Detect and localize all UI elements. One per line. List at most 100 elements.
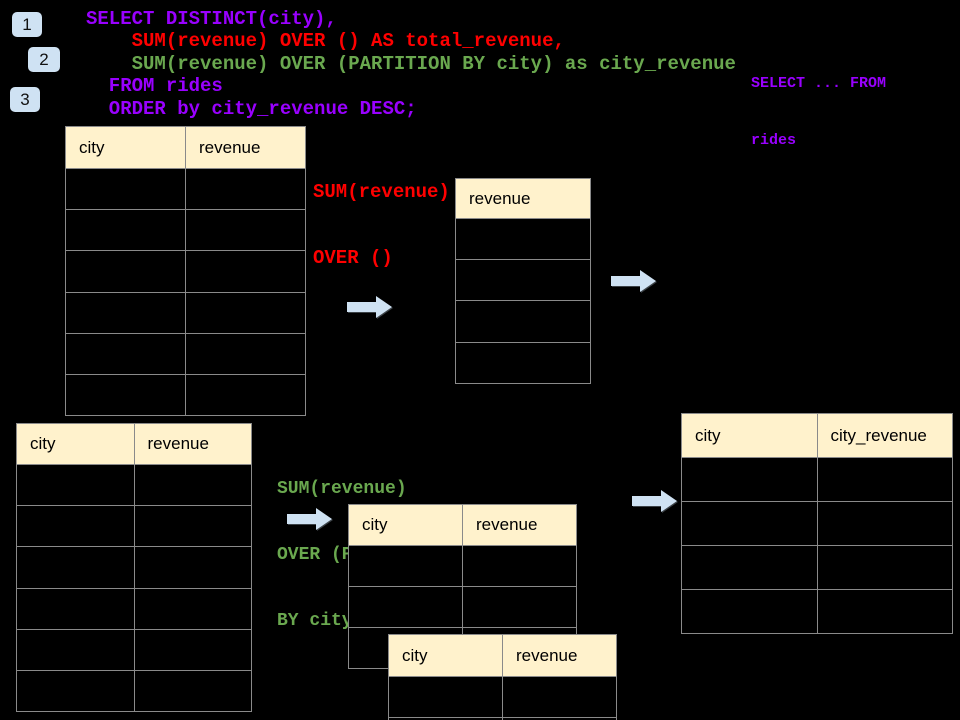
- empty-cell: [133, 669, 252, 713]
- table-row: [348, 586, 577, 628]
- table-row: [455, 341, 591, 384]
- empty-cell: [16, 587, 135, 630]
- sql-side-note: SELECT ... FROM rides: [751, 36, 886, 188]
- table-row: [16, 463, 252, 507]
- empty-cell: [185, 167, 306, 211]
- empty-cell: [133, 628, 252, 671]
- column-header: city: [16, 423, 135, 465]
- sql-side-note-line: rides: [751, 132, 797, 149]
- empty-cell: [133, 546, 252, 589]
- empty-cell: [65, 250, 186, 293]
- empty-cell: [185, 209, 306, 252]
- arrow-right-icon: [347, 296, 392, 318]
- table-row: [16, 505, 252, 548]
- empty-cell: [65, 332, 186, 375]
- column-header: city: [681, 413, 818, 458]
- empty-cell: [681, 589, 818, 634]
- empty-cell: [455, 300, 591, 343]
- empty-cell: [816, 589, 953, 634]
- column-header: revenue: [455, 178, 591, 219]
- empty-cell: [65, 291, 186, 334]
- empty-cell: [185, 332, 306, 375]
- empty-cell: [65, 209, 186, 252]
- empty-cell: [16, 505, 135, 548]
- step-badge-1: 1: [12, 12, 42, 37]
- table-row: [65, 167, 306, 211]
- empty-cell: [133, 587, 252, 630]
- table-row: [455, 300, 591, 343]
- sql-code-line: ORDER by city_revenue DESC;: [86, 97, 417, 120]
- step-badge-label: 3: [20, 89, 30, 109]
- table-row: [65, 373, 306, 417]
- table-row: [16, 669, 252, 713]
- empty-cell: [16, 463, 135, 507]
- empty-cell: [681, 501, 818, 546]
- empty-cell: [348, 545, 463, 587]
- empty-cell: [348, 586, 463, 628]
- table-row: [348, 545, 577, 587]
- sql-code-line: SUM(revenue) OVER (PARTITION BY city) as…: [86, 52, 736, 75]
- empty-cell: [455, 341, 591, 384]
- table-row: [681, 501, 953, 546]
- arrow-right-icon: [611, 270, 656, 292]
- column-header: revenue: [462, 504, 577, 546]
- column-header: city: [348, 504, 463, 546]
- empty-cell: [455, 259, 591, 302]
- empty-cell: [65, 167, 186, 211]
- empty-cell: [133, 505, 252, 548]
- annotation-line: OVER (): [313, 247, 393, 269]
- empty-cell: [681, 457, 818, 502]
- sql-code-line: SUM(revenue) OVER () AS total_revenue,: [86, 30, 565, 53]
- empty-cell: [462, 545, 577, 587]
- table-row: [455, 217, 591, 261]
- table-row: [388, 717, 617, 720]
- table-row: [16, 628, 252, 671]
- empty-cell: [185, 373, 306, 417]
- column-header: city_revenue: [816, 413, 953, 458]
- annotation-line: SUM(revenue): [277, 479, 407, 499]
- arrow-right-icon: [287, 508, 332, 530]
- step-badge-3: 3: [10, 87, 40, 112]
- annotation-line: SUM(revenue): [313, 181, 450, 203]
- empty-cell: [65, 373, 186, 417]
- column-header: city: [388, 634, 503, 677]
- table-row: [681, 589, 953, 634]
- table-row: [65, 209, 306, 252]
- empty-cell: [816, 457, 953, 502]
- empty-cell: [502, 717, 617, 720]
- step-badge-label: 2: [39, 49, 49, 69]
- column-header: revenue: [133, 423, 252, 465]
- annotation-sum-over-total: SUM(revenue) OVER (): [313, 137, 450, 313]
- empty-cell: [681, 545, 818, 590]
- empty-cell: [816, 545, 953, 590]
- data-table: revenue: [455, 178, 591, 384]
- step-badge-2: 2: [28, 47, 60, 72]
- sql-side-note-line: SELECT ... FROM: [751, 75, 887, 92]
- table-row: [681, 545, 953, 590]
- sql-code-line: SELECT DISTINCT(city),: [86, 8, 337, 30]
- empty-cell: [133, 463, 252, 507]
- sql-code-block: SELECT DISTINCT(city), SUM(revenue) OVER…: [86, 8, 736, 120]
- table-row: [16, 546, 252, 589]
- arrow-right-icon: [632, 490, 677, 512]
- table-row: [16, 587, 252, 630]
- empty-cell: [816, 501, 953, 546]
- empty-cell: [16, 628, 135, 671]
- sql-code-line: FROM rides: [86, 75, 223, 98]
- table-total-revenue-result: revenue: [455, 178, 591, 384]
- empty-cell: [185, 250, 306, 293]
- table-row: [455, 259, 591, 302]
- empty-cell: [502, 676, 617, 718]
- step-badge-label: 1: [22, 14, 32, 34]
- table-row: [65, 291, 306, 334]
